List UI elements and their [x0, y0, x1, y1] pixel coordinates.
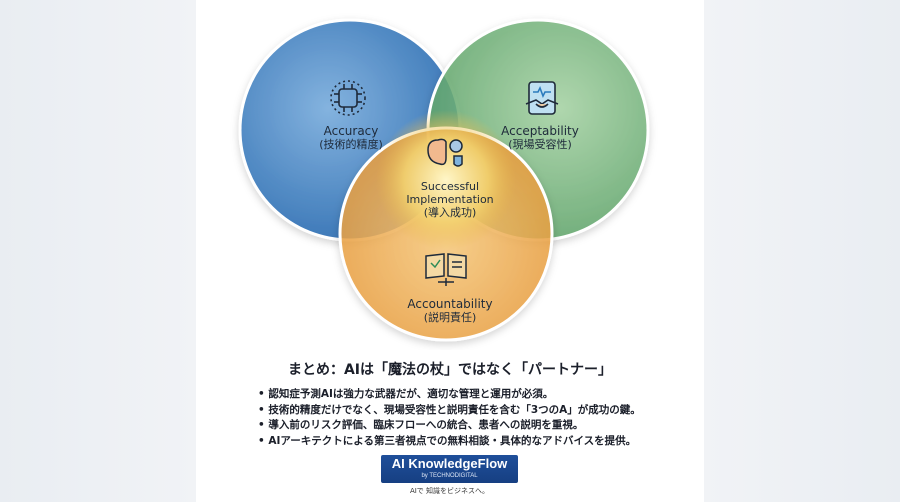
- accuracy-label-en: Accuracy: [323, 124, 379, 138]
- center-label-ja: (導入成功): [423, 206, 477, 219]
- right-margin: [704, 0, 900, 502]
- accountability-label-en: Accountability: [407, 297, 493, 311]
- accountability-label-ja: (説明責任): [423, 311, 477, 324]
- accuracy-label-ja: (技術的精度): [319, 138, 383, 151]
- summary-bullet: 認知症予測AIは強力な武器だが、適切な管理と運用が必須。: [258, 387, 641, 403]
- summary-title: まとめ：AIは「魔法の杖」ではなく「パートナー」: [287, 362, 613, 378]
- left-margin: [0, 0, 196, 502]
- brand-byline: by TECHNODIGITAL: [421, 473, 478, 479]
- acceptability-label-en: Acceptability: [501, 124, 579, 138]
- book-scale-icon: [425, 253, 467, 286]
- venn-diagram: [238, 18, 650, 342]
- accountability-label: Accountability (説明責任): [380, 297, 520, 325]
- ai-chip-icon: [330, 80, 366, 116]
- center-label: Successful Implementation (導入成功): [380, 180, 520, 220]
- summary-bullet: 技術的精度だけでなく、現場受容性と説明責任を含む「3つのA」が成功の鍵。: [258, 403, 640, 419]
- center-glow: [376, 110, 516, 250]
- summary-bullet: AIアーキテクトによる第三者視点での無料相談・具体的なアドバイスを提供。: [258, 434, 641, 450]
- brand-logo: AI KnowledgeFlow by TECHNODIGITAL: [381, 455, 518, 483]
- accuracy-label: Accuracy (技術的精度): [296, 124, 406, 152]
- center-label-line1: Successful: [420, 180, 480, 193]
- brand-name: AI KnowledgeFlow: [391, 456, 508, 471]
- handshake-tablet-icon: [525, 81, 559, 115]
- acceptability-label-ja: (現場受容性): [508, 138, 572, 151]
- brand-tagline: AIで 知識をビジネスへ。: [409, 487, 490, 495]
- brain-gear-shield-icon: [427, 138, 463, 167]
- summary-bullets: 認知症予測AIは強力な武器だが、適切な管理と運用が必須。 技術的精度だけでなく、…: [258, 387, 641, 450]
- acceptability-label: Acceptability (現場受容性): [485, 124, 595, 152]
- center-label-line2: Implementation: [406, 193, 494, 206]
- summary-bullet: 導入前のリスク評価、臨床フローへの統合、患者への説明を重視。: [258, 418, 641, 434]
